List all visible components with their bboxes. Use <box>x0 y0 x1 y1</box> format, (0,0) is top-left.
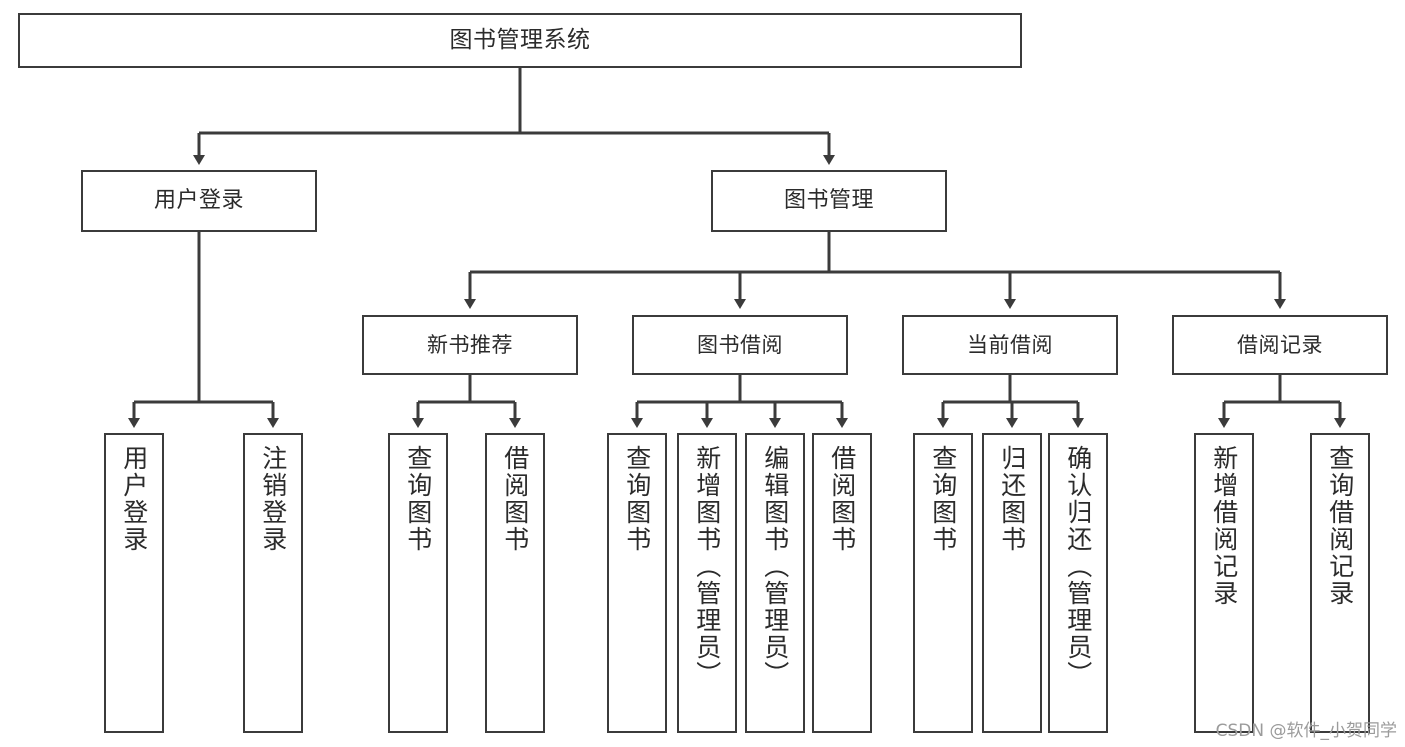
node-leaf-user-login-label: 用户登录 <box>119 445 149 553</box>
node-leaf-query-book-1[interactable]: 查询图书 <box>388 433 448 733</box>
node-book-borrow-label: 图书借阅 <box>697 332 783 357</box>
watermark-text: CSDN @软件_小贺同学 <box>1215 721 1397 741</box>
node-user-login-label: 用户登录 <box>153 188 244 214</box>
node-leaf-query-book-2-label: 查询图书 <box>622 445 652 553</box>
node-book-manage[interactable]: 图书管理 <box>711 170 947 232</box>
node-current-borrow-label: 当前借阅 <box>967 332 1053 357</box>
node-root[interactable]: 图书管理系统 <box>18 13 1022 68</box>
node-user-login[interactable]: 用户登录 <box>81 170 317 232</box>
node-leaf-borrow-book-2[interactable]: 借阅图书 <box>812 433 872 733</box>
node-leaf-return-book-label: 归还图书 <box>997 445 1027 553</box>
node-leaf-query-record-label: 查询借阅记录 <box>1325 445 1355 607</box>
node-leaf-add-book-label: 新增图书（管理员） <box>692 445 722 688</box>
node-leaf-borrow-book-1-label: 借阅图书 <box>500 445 530 553</box>
node-leaf-query-book-3-label: 查询图书 <box>928 445 958 553</box>
node-leaf-confirm-return[interactable]: 确认归还（管理员） <box>1048 433 1108 733</box>
node-current-borrow[interactable]: 当前借阅 <box>902 315 1118 375</box>
node-leaf-borrow-book-1[interactable]: 借阅图书 <box>485 433 545 733</box>
node-leaf-add-record[interactable]: 新增借阅记录 <box>1194 433 1254 733</box>
node-leaf-query-book-3[interactable]: 查询图书 <box>913 433 973 733</box>
node-book-borrow[interactable]: 图书借阅 <box>632 315 848 375</box>
node-book-manage-label: 图书管理 <box>783 188 874 214</box>
node-new-book-rec-label: 新书推荐 <box>427 332 513 357</box>
node-leaf-query-book-1-label: 查询图书 <box>403 445 433 553</box>
node-leaf-confirm-return-label: 确认归还（管理员） <box>1063 445 1093 688</box>
node-leaf-add-book[interactable]: 新增图书（管理员） <box>677 433 737 733</box>
node-new-book-rec[interactable]: 新书推荐 <box>362 315 578 375</box>
node-leaf-edit-book-label: 编辑图书（管理员） <box>760 445 790 688</box>
node-leaf-user-login[interactable]: 用户登录 <box>104 433 164 733</box>
node-leaf-borrow-book-2-label: 借阅图书 <box>827 445 857 553</box>
node-borrow-record-label: 借阅记录 <box>1237 332 1323 357</box>
node-leaf-logout-label: 注销登录 <box>258 445 288 553</box>
node-leaf-query-book-2[interactable]: 查询图书 <box>607 433 667 733</box>
node-leaf-query-record[interactable]: 查询借阅记录 <box>1310 433 1370 733</box>
node-leaf-add-record-label: 新增借阅记录 <box>1209 445 1239 607</box>
node-leaf-edit-book[interactable]: 编辑图书（管理员） <box>745 433 805 733</box>
node-borrow-record[interactable]: 借阅记录 <box>1172 315 1388 375</box>
node-leaf-return-book[interactable]: 归还图书 <box>982 433 1042 733</box>
node-root-label: 图书管理系统 <box>449 26 591 53</box>
node-leaf-logout[interactable]: 注销登录 <box>243 433 303 733</box>
